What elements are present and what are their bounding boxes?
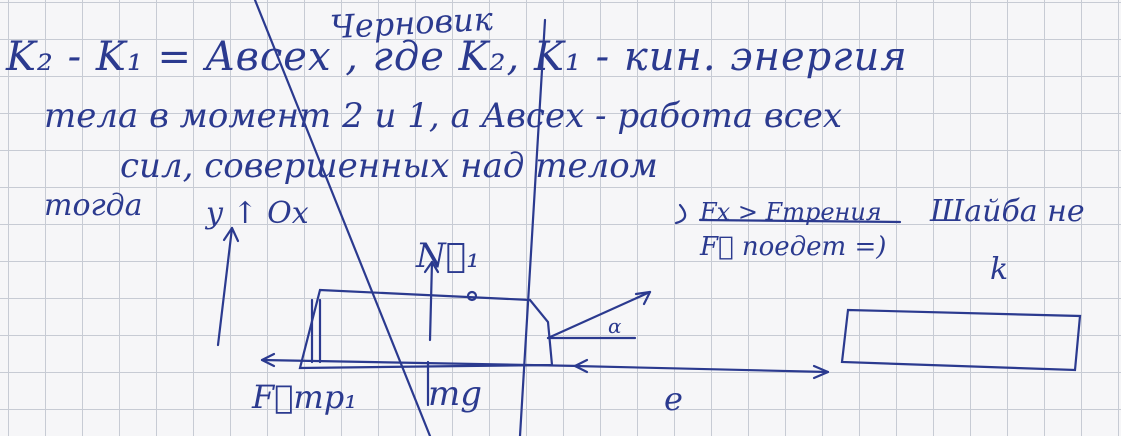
note-will-move: F⃗ поедет =)	[700, 232, 887, 262]
applied-force-arrow	[546, 290, 652, 340]
note-force-comparison: Fx > Fтрения	[700, 198, 882, 226]
vertical-divider	[518, 18, 547, 436]
ground-line	[260, 358, 582, 368]
y-axis	[216, 226, 234, 347]
friction-label: F⃗тр₁	[252, 378, 358, 416]
gravity-label: mg	[428, 374, 483, 414]
displacement-arrow	[573, 364, 830, 374]
distance-label: e	[664, 380, 683, 418]
text-line-4: тогда	[44, 188, 143, 223]
text-line-2: тела в момент 2 и 1, а Aвсех - работа вс…	[44, 96, 843, 136]
axis-label: y ↑ Ox	[206, 196, 309, 231]
text-line-1: K₂ - K₁ = Aвсех , где K₂, K₁ - кин. энер…	[6, 34, 908, 80]
angle-label: α	[608, 314, 622, 338]
note-k: k	[990, 252, 1009, 287]
friction-arrowhead	[260, 352, 276, 368]
block-outline	[298, 288, 554, 370]
text-line-3: сил, совершенных над телом	[120, 146, 658, 186]
note-puck: Шайба не	[930, 194, 1085, 229]
normal-force-label: N⃗₁	[416, 236, 480, 276]
block-center	[466, 290, 478, 302]
final-block-outline	[840, 308, 1082, 372]
